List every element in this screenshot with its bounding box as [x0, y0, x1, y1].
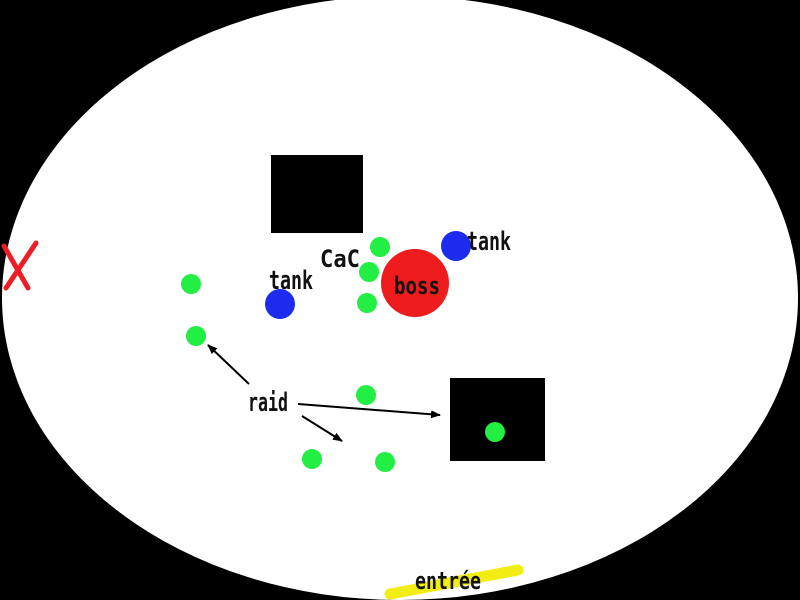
boss-marker	[381, 249, 449, 317]
x-mark-icon	[1, 240, 39, 291]
raid-player	[302, 449, 322, 469]
pillar-bottom-right	[450, 378, 545, 461]
raid-arrow-right	[297, 403, 441, 419]
melee-player	[370, 237, 390, 257]
raid-player	[485, 422, 505, 442]
raid-player	[356, 385, 376, 405]
raid-label: raid	[248, 388, 288, 418]
raid-player	[181, 274, 201, 294]
raid-arrow-down	[301, 415, 343, 442]
melee-player	[357, 293, 377, 313]
raid-player	[375, 452, 395, 472]
pillar-top	[271, 155, 363, 233]
tank-marker-left	[265, 289, 295, 319]
entrance-marker	[384, 564, 524, 600]
entrance-label: entrée	[415, 567, 481, 595]
raid-player	[186, 326, 206, 346]
melee-player	[359, 262, 379, 282]
tank-label-left: tank	[269, 266, 313, 296]
cac-label: CaC	[320, 245, 360, 273]
raid-arrow-left	[207, 344, 250, 385]
tank-label-right: tank	[467, 227, 511, 257]
tank-marker-right	[441, 231, 471, 261]
boss-label: boss	[394, 272, 440, 300]
